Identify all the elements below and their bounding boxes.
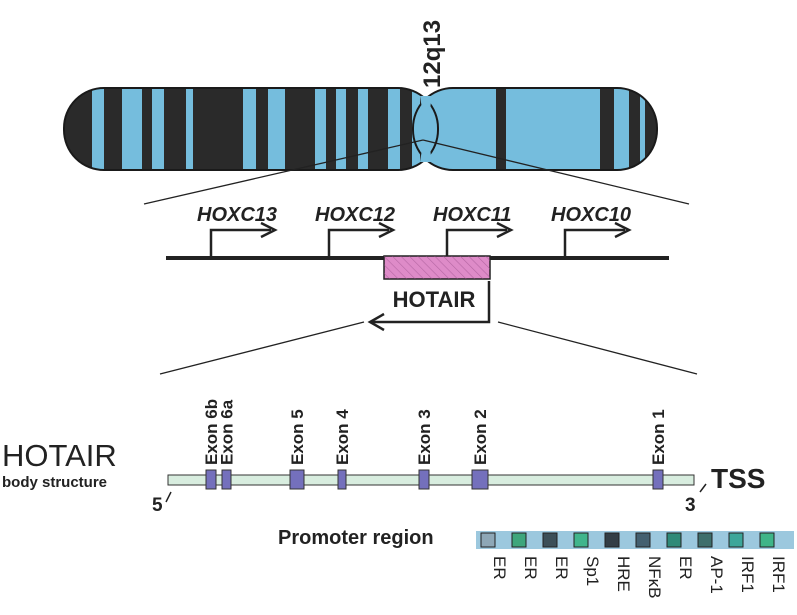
gene-arrow-head bbox=[260, 221, 278, 239]
chromosome-right-arm bbox=[413, 88, 657, 170]
five-prime-label: 5 bbox=[152, 495, 163, 516]
gene-hoxc13: HOXC13 bbox=[197, 204, 278, 258]
gene-arrow bbox=[445, 228, 507, 258]
chromosome-band bbox=[629, 88, 640, 170]
exon-box bbox=[221, 469, 232, 490]
three-prime-label: 3 bbox=[685, 495, 696, 516]
promoter-element-box bbox=[573, 532, 589, 548]
exon-label: Exon 5 bbox=[288, 409, 307, 465]
gene-arrow bbox=[327, 228, 389, 258]
chromosome-band bbox=[193, 88, 243, 170]
chromosome-band bbox=[285, 88, 315, 170]
chromosome-band bbox=[346, 88, 358, 170]
promoter-element-label: IRF1 bbox=[738, 556, 757, 593]
promoter-element-box bbox=[759, 532, 775, 548]
exon-box bbox=[289, 469, 305, 490]
chromosome-band bbox=[368, 88, 388, 170]
promoter-element-label: NFκB bbox=[645, 556, 664, 599]
exon-box bbox=[652, 469, 664, 490]
promoter-element-label: AP-1 bbox=[707, 556, 726, 594]
zoom-line-right bbox=[422, 139, 690, 205]
gene-arrow bbox=[209, 228, 271, 258]
exon-label: Exon 2 bbox=[471, 409, 490, 465]
structure-subtitle: body structure bbox=[2, 474, 107, 491]
band-label-12q13: 12q13 bbox=[419, 20, 446, 88]
chromosome-band bbox=[496, 88, 506, 170]
chromosome: 12q13 bbox=[63, 20, 658, 171]
chromosome-band bbox=[104, 88, 122, 170]
gene-label: HOXC13 bbox=[197, 204, 277, 226]
promoter-element-label: ER bbox=[490, 556, 509, 580]
exon-box bbox=[418, 469, 430, 490]
gene-label: HOXC10 bbox=[551, 204, 631, 226]
gene-label: HOXC12 bbox=[315, 204, 395, 226]
exon-label: Exon 1 bbox=[649, 409, 668, 465]
gene-hoxc11: HOXC11 bbox=[433, 204, 514, 258]
hotair-transcription-arrow bbox=[372, 281, 491, 324]
promoter-element-label: IRF1 bbox=[769, 556, 788, 593]
promoter-region: Promoter region ER ER ER Sp1 HRE NFκB ER AP-1 IR… bbox=[278, 527, 794, 599]
gene-arrow-head bbox=[378, 221, 396, 239]
gene-hoxc10: HOXC10 bbox=[551, 204, 632, 258]
hotair-label: HOTAIR bbox=[393, 287, 476, 312]
promoter-element-box bbox=[542, 532, 558, 548]
chromosome-band bbox=[400, 88, 412, 170]
promoter-element-box bbox=[511, 532, 527, 548]
gene-label: HOXC11 bbox=[433, 204, 512, 226]
chromosome-band bbox=[164, 88, 186, 170]
chromosome-band bbox=[326, 88, 336, 170]
structure-title: HOTAIR bbox=[2, 438, 117, 473]
tss-label: TSS bbox=[711, 463, 765, 494]
promoter-element-box bbox=[666, 532, 682, 548]
promoter-element-label: ER bbox=[552, 556, 571, 580]
promoter-element-label: ER bbox=[521, 556, 540, 580]
chromosome-band bbox=[142, 88, 152, 170]
transcript-body bbox=[167, 474, 695, 486]
gene-hoxc12: HOXC12 bbox=[315, 204, 396, 258]
promoter-element-label: HRE bbox=[614, 556, 633, 592]
chromosome-band bbox=[256, 88, 268, 170]
chromosome-band bbox=[64, 88, 92, 170]
gene-arrow-head bbox=[614, 221, 632, 239]
promoter-label: Promoter region bbox=[278, 527, 434, 549]
exon-label: Exon 6a bbox=[218, 399, 237, 465]
zoom-line-right-2 bbox=[497, 321, 698, 375]
exon-label: Exon 6b bbox=[202, 399, 221, 465]
exon-box bbox=[471, 469, 489, 490]
promoter-element-box bbox=[604, 532, 620, 548]
zoom-line-left-2 bbox=[159, 321, 365, 375]
exon-label: Exon 3 bbox=[415, 409, 434, 465]
exon-box bbox=[205, 469, 217, 490]
exon-label: Exon 4 bbox=[333, 409, 352, 465]
promoter-element-label: ER bbox=[676, 556, 695, 580]
promoter-element-box bbox=[480, 532, 496, 548]
gene-arrow-head bbox=[496, 221, 514, 239]
chromosome-band bbox=[600, 88, 614, 170]
promoter-element-box bbox=[728, 532, 744, 548]
exon-box bbox=[337, 469, 347, 490]
promoter-element-label: Sp1 bbox=[583, 556, 602, 586]
promoter-element-box bbox=[697, 532, 713, 548]
zoom-line-left bbox=[143, 139, 424, 205]
hox-locus: HOXC13 HOXC12 HOXC11 HOXC10 HOTAIR bbox=[166, 204, 669, 332]
gene-arrow bbox=[563, 228, 625, 258]
chromosome-left-arm bbox=[64, 88, 438, 170]
promoter-element-box bbox=[635, 532, 651, 548]
